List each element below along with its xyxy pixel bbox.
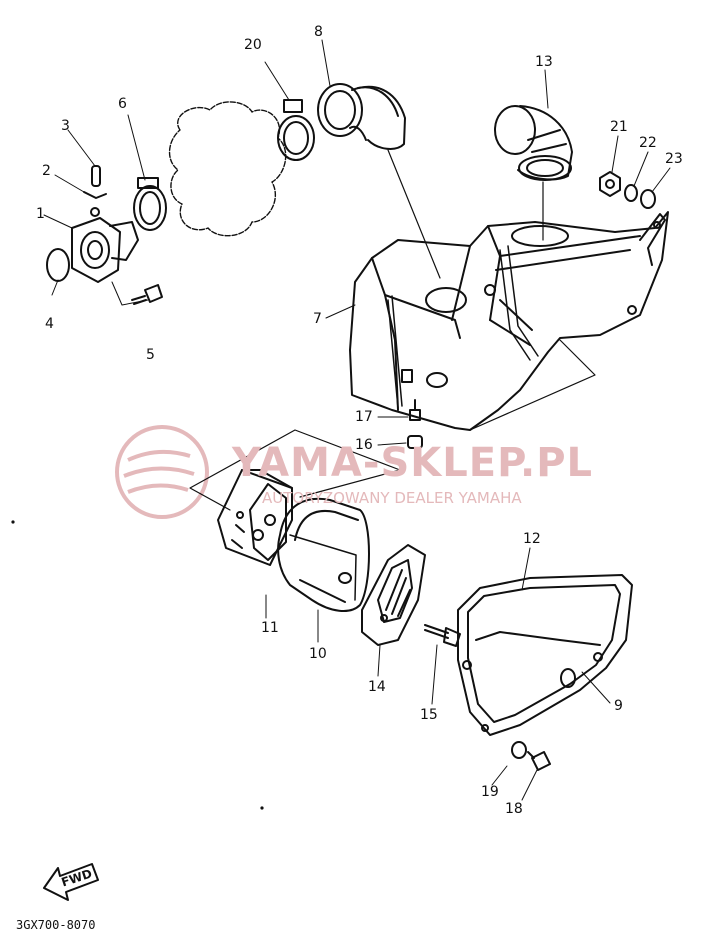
part-label-2: 2: [42, 163, 51, 179]
part-label-5: 5: [146, 347, 155, 363]
leader-16: [377, 442, 407, 446]
air-box-part-7: [349, 211, 669, 431]
screw-part-15: [424, 624, 461, 647]
leader-lines: [43, 39, 671, 801]
engine-outline: [168, 101, 287, 237]
pin-part-3: [91, 165, 101, 187]
element-holder-part-11: [217, 469, 293, 566]
part-label-22: 22: [639, 135, 657, 151]
watermark-logo: [115, 425, 209, 519]
intake-elbow-part-8: [317, 83, 406, 150]
screw-part-17: [409, 399, 421, 421]
part-label-9: 9: [614, 698, 623, 714]
assembly-outline-box: [469, 339, 596, 431]
part-label-7: 7: [313, 311, 322, 327]
screw-part-18: [527, 751, 551, 771]
washer-part-22: [624, 184, 638, 202]
part-label-3: 3: [61, 118, 70, 134]
part-label-8: 8: [314, 24, 323, 40]
part-label-6: 6: [118, 96, 127, 112]
intake-boot-part-13: [494, 105, 573, 181]
part-label-15: 15: [420, 707, 438, 723]
fwd-arrow: [43, 863, 99, 901]
element-assembly-box: [189, 429, 401, 511]
watermark-subtitle: AUTORYZOWANY DEALER YAMAHA: [262, 489, 522, 507]
part-label-13: 13: [535, 54, 553, 70]
element-guide-part-14: [361, 544, 426, 646]
watermark-title: YAMA-SKLEP.PL: [232, 440, 594, 486]
part-label-17: 17: [355, 409, 373, 425]
carburetor-joint-part-1: [71, 207, 139, 283]
part-label-21: 21: [610, 119, 628, 135]
clip-part-2: [83, 191, 107, 199]
clamp-part-6: [133, 177, 167, 231]
part-label-16: 16: [355, 437, 373, 453]
part-label-11: 11: [261, 620, 279, 636]
part-label-23: 23: [665, 151, 683, 167]
cap-part-16: [407, 435, 423, 449]
clamp-part-20: [277, 99, 315, 161]
part-label-20: 20: [244, 37, 262, 53]
leader-5: [111, 281, 149, 306]
bolt-part-5: [131, 284, 163, 305]
part-label-1: 1: [36, 206, 45, 222]
part-label-4: 4: [45, 316, 54, 332]
element-assembly-line-2: [299, 469, 401, 498]
part-label-10: 10: [309, 646, 327, 662]
part-label-18: 18: [505, 801, 523, 817]
air-box-cover-part-12: [457, 574, 633, 736]
drawing-code: 3GX700-8070: [16, 918, 96, 932]
o-ring-part-4: [46, 248, 70, 282]
washer-part-23: [640, 189, 656, 209]
part-label-14: 14: [368, 679, 386, 695]
part-label-19: 19: [481, 784, 499, 800]
part-label-12: 12: [523, 531, 541, 547]
air-filter-part-10: [277, 497, 370, 612]
washer-part-19: [511, 741, 527, 759]
nut-part-21: [599, 171, 621, 197]
leader-8: [387, 149, 441, 279]
